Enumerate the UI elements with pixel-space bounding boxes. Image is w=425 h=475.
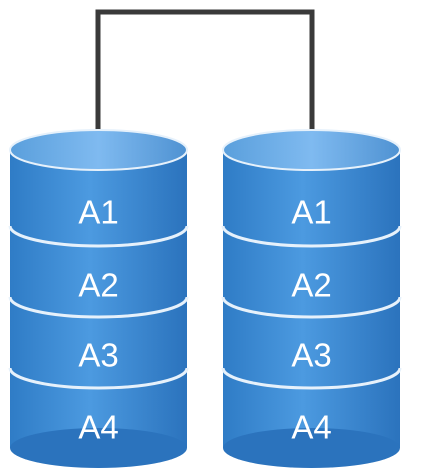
disk-1-sep-2 [8, 296, 189, 319]
disk-1: A1 A2 A3 A4 [8, 129, 189, 468]
disk-2: A1 A2 A3 A4 [221, 129, 402, 468]
disk-2-bottom [223, 428, 400, 468]
disk-1-block-4-label: A4 [78, 409, 118, 446]
disk-1-block-3-label: A3 [78, 337, 118, 374]
disk-2-block-3-label: A3 [291, 337, 331, 374]
disk-1-bottom [10, 428, 187, 468]
disk-2-top-cap [222, 129, 401, 171]
disk-1-block-1-label: A1 [78, 194, 118, 231]
disk-2-sep-2 [221, 296, 402, 319]
disk-1-sep-3 [8, 367, 189, 390]
disk-2-block-1-label: A1 [291, 194, 331, 231]
disk-2-body [223, 150, 400, 448]
disk-2-block-2-label: A2 [291, 267, 331, 304]
disk-2-sep-1 [221, 225, 402, 248]
disk-2-block-4-label: A4 [291, 409, 331, 446]
disk-1-sep-1 [8, 225, 189, 248]
disk-1-top-cap [9, 129, 188, 171]
disk-2-sep-3 [221, 367, 402, 390]
disk-1-block-2-label: A2 [78, 267, 118, 304]
mirror-connector-line [95, 9, 315, 150]
disk-1-body [10, 150, 187, 448]
